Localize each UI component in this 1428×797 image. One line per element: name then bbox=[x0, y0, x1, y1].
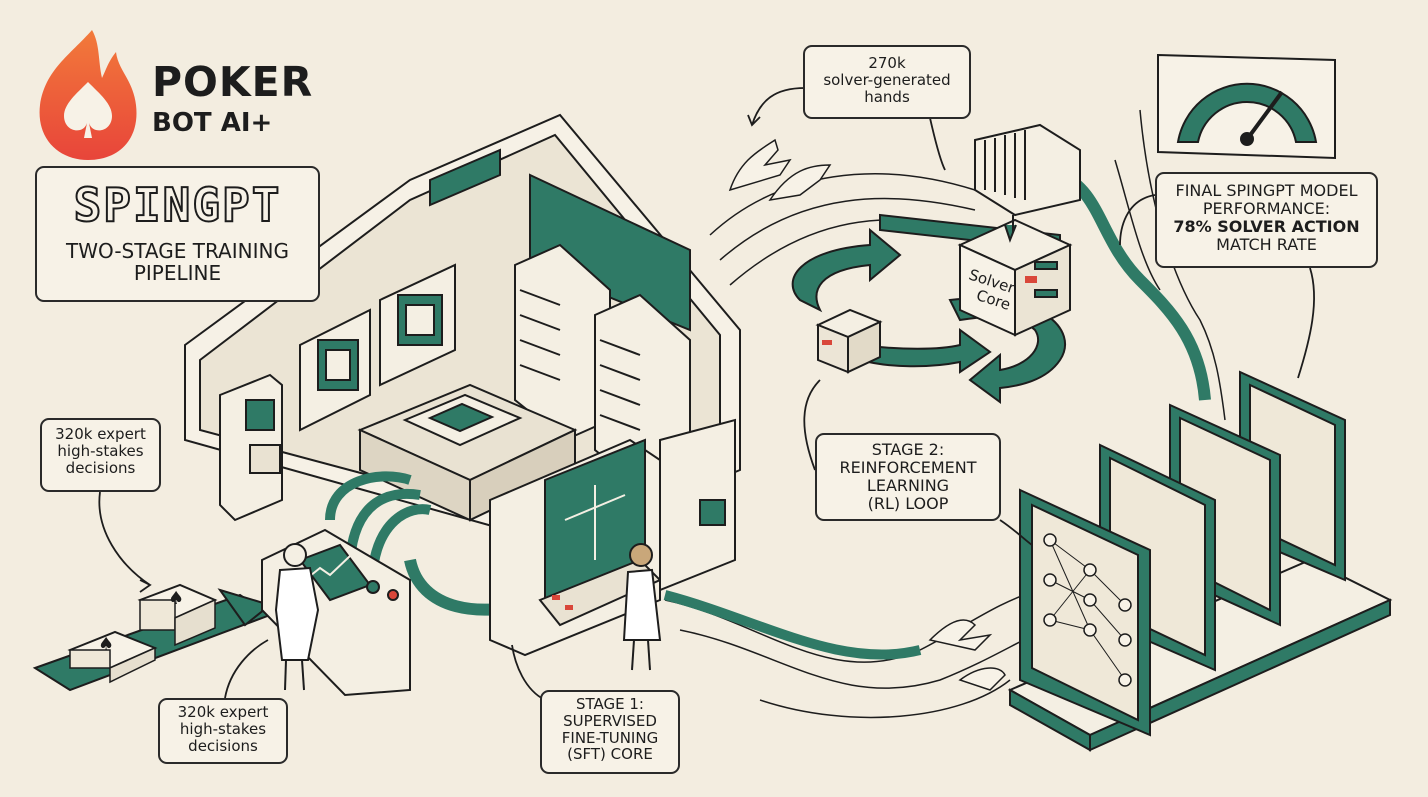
callout-line: (RL) LOOP bbox=[867, 493, 949, 513]
title-subtitle-line-2: PIPELINE bbox=[133, 260, 222, 285]
callout-line: hands bbox=[864, 87, 910, 106]
card-conveyor: ♠ ♠ bbox=[32, 583, 273, 692]
flame-logo-icon bbox=[39, 30, 137, 160]
gauge-icon bbox=[1157, 53, 1336, 160]
performance-callout: FINAL SPINGPT MODEL PERFORMANCE: 78% SOL… bbox=[1155, 172, 1378, 268]
neural-network-array bbox=[1007, 370, 1393, 752]
callout-line: SUPERVISED bbox=[563, 711, 657, 730]
brand-word-poker: POKER bbox=[152, 58, 314, 106]
neural-net-panel-icon bbox=[1019, 488, 1151, 737]
callout-line: high-stakes bbox=[179, 719, 267, 738]
svg-text:♠: ♠ bbox=[98, 634, 114, 655]
card-stack-icon: ♠ bbox=[67, 630, 158, 684]
card-stack-icon: ♠ bbox=[137, 583, 218, 647]
callout-line: MATCH RATE bbox=[1216, 234, 1317, 254]
solver-output-stream bbox=[1057, 169, 1211, 401]
stage2-callout: STAGE 2: REINFORCEMENT LEARNING (RL) LOO… bbox=[815, 433, 1001, 521]
stage1-callout: STAGE 1: SUPERVISED FINE-TUNING (SFT) CO… bbox=[540, 690, 680, 774]
title-callout: SPINGPT TWO-STAGE TRAINING PIPELINE bbox=[35, 166, 320, 302]
callout-line: LEARNING bbox=[866, 475, 950, 495]
callout-pointers bbox=[98, 87, 1315, 701]
sft-output-stream bbox=[663, 590, 922, 660]
callout-line: STAGE 2: bbox=[871, 440, 945, 459]
callout-line: 320k expert bbox=[177, 703, 269, 721]
callout-line: decisions bbox=[65, 458, 136, 477]
solver-hands-callout: 270k solver-generated hands bbox=[803, 45, 971, 119]
callout-line: REINFORCEMENT bbox=[839, 457, 977, 477]
callout-line: decisions bbox=[188, 736, 258, 755]
expert-decisions-callout-bottom: 320k expert high-stakes decisions bbox=[158, 698, 288, 764]
page-title: SPINGPT bbox=[73, 178, 282, 232]
svg-text:♠: ♠ bbox=[168, 588, 184, 609]
expert-decisions-callout-top: 320k expert high-stakes decisions bbox=[40, 418, 161, 492]
callout-line: 270k bbox=[868, 54, 906, 72]
callout-line: FINAL SPINGPT MODEL bbox=[1175, 181, 1358, 200]
callout-line: PERFORMANCE: bbox=[1202, 198, 1331, 218]
callout-line: FINE-TUNING bbox=[561, 728, 659, 747]
brand-word-bot-ai: BOT AI+ bbox=[152, 108, 273, 138]
rl-loop bbox=[791, 123, 1081, 404]
scientist-figure-icon bbox=[274, 543, 320, 691]
callout-line: 78% SOLVER ACTION bbox=[1173, 216, 1360, 236]
callout-line: high-stakes bbox=[57, 441, 144, 460]
callout-line: 320k expert bbox=[55, 425, 146, 443]
callout-line: solver-generated bbox=[823, 70, 951, 89]
callout-line: STAGE 1: bbox=[576, 695, 644, 713]
brand-logo: POKER BOT AI+ bbox=[34, 28, 334, 148]
callout-line: (SFT) CORE bbox=[567, 745, 653, 764]
scientist-figure-icon bbox=[622, 543, 662, 671]
sft-facility bbox=[184, 113, 741, 697]
hand-sketch-icon bbox=[728, 138, 1006, 691]
title-subtitle-line-1: TWO-STAGE TRAINING bbox=[66, 238, 289, 263]
